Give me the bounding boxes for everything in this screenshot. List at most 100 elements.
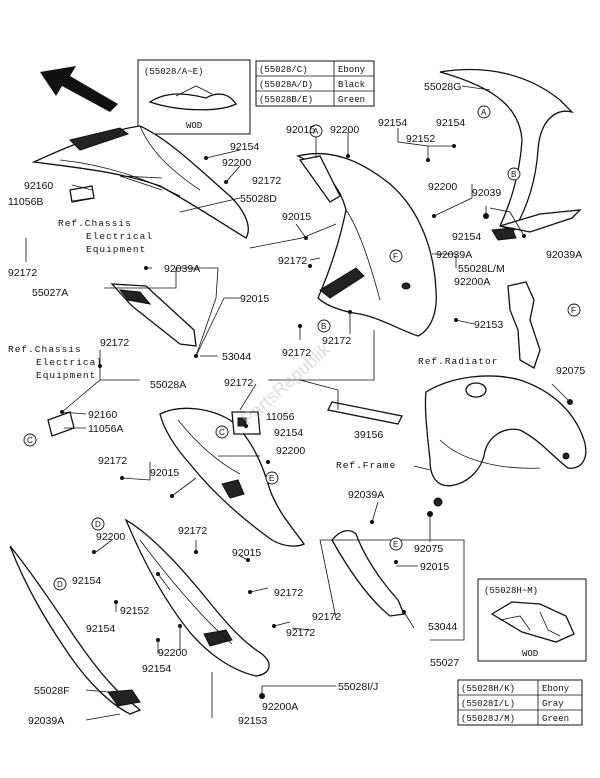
part-F (507, 281, 541, 369)
inset-top-title: (55028/A~E) (144, 67, 203, 77)
part-label: 92172 (312, 611, 341, 623)
inset-top: (55028/A~E) WOD (137, 59, 251, 135)
part-label: 11056 (266, 411, 295, 423)
part-label: 55028A (150, 379, 186, 391)
part-label: 92075 (556, 365, 585, 377)
part-label: 92200 (428, 181, 457, 193)
part-label: 53044 (222, 351, 251, 363)
part-labels: 55028G 92015 92200 92154 92152 92154 921… (8, 81, 585, 727)
ref-label: Ref.Chassis (58, 218, 132, 229)
part-label: 92200A (262, 701, 298, 713)
svg-text:C: C (219, 428, 225, 437)
part-label: 92172 (282, 347, 311, 359)
part-label: 92154 (452, 231, 481, 243)
inset-top-caption: WOD (186, 121, 202, 131)
trim-55028G (439, 68, 582, 241)
part-label: 11056B (8, 196, 43, 208)
part-label: 92015 (240, 293, 269, 305)
panel-55027 (331, 529, 405, 617)
fairing-55028IJ (124, 518, 270, 677)
color-code: (55028B/E) (259, 95, 313, 105)
color-name: Gray (542, 699, 564, 709)
part-label: 39156 (354, 429, 383, 441)
frame-assembly (424, 375, 587, 507)
part-label: 92172 (8, 267, 37, 279)
ref-label: Electrical (36, 357, 103, 368)
part-label: 92152 (406, 133, 435, 145)
part-label: 55028L/M (458, 263, 505, 275)
part-label: 92200A (454, 276, 490, 288)
color-code: (55028/C) (259, 65, 308, 75)
color-table-bottom: (55028H/K) Ebony (55028I/L) Gray (55028J… (457, 679, 583, 726)
bracket-11056B (69, 185, 95, 203)
part-label: 92160 (24, 180, 53, 192)
part-label: 92015 (150, 467, 179, 479)
color-code: (55028A/D) (259, 80, 313, 90)
color-code: (55028I/L) (461, 699, 515, 709)
color-code: (55028H/K) (461, 684, 515, 694)
part-label: 92039A (436, 249, 472, 261)
color-code: (55028J/M) (461, 714, 515, 724)
bracket-11056 (231, 411, 261, 435)
part-label: 92172 (98, 455, 127, 467)
part-label: 92039A (28, 715, 64, 727)
bracket-55028D-clip (298, 155, 341, 203)
callout-F-1: F (389, 249, 403, 263)
part-label: 92154 (86, 623, 115, 635)
part-label: 92153 (474, 319, 503, 331)
part-label: 92200 (330, 124, 359, 136)
part-label: 92154 (230, 141, 259, 153)
fairing-55028A (159, 407, 305, 547)
color-name: Black (338, 80, 365, 90)
part-label: 92039A (164, 263, 200, 275)
ref-label: Equipment (86, 244, 146, 255)
ref-label: Electrical (86, 231, 153, 242)
part-label: 92015 (232, 547, 261, 559)
part-label: 92154 (436, 117, 465, 129)
svg-text:E: E (269, 474, 274, 483)
part-label: 92172 (178, 525, 207, 537)
callout-C-1: C (23, 433, 37, 447)
inset-bottom-caption: WOD (522, 649, 538, 659)
part-label: 92172 (278, 255, 307, 267)
color-table-top: (55028/C) Ebony (55028A/D) Black (55028B… (255, 60, 375, 107)
color-name: Ebony (338, 65, 366, 75)
callout-B-1: B (507, 167, 521, 181)
inset-bottom: (55028H~M) WOD (477, 578, 587, 662)
callout-A-2: A (477, 105, 491, 119)
part-label: 92172 (286, 627, 315, 639)
color-name: Green (338, 95, 365, 105)
part-label: 92172 (100, 337, 129, 349)
part-label: 92200 (158, 647, 187, 659)
color-name: Ebony (542, 684, 570, 694)
ref-label: Equipment (36, 370, 96, 381)
svg-text:F: F (393, 252, 398, 261)
part-label: 92172 (274, 587, 303, 599)
svg-text:B: B (511, 170, 516, 179)
callout-D-1: D (91, 517, 105, 531)
callout-E-1: E (265, 471, 279, 485)
reference-labels: Ref.Chassis Electrical Equipment Ref.Cha… (8, 218, 497, 471)
part-label: 92039A (546, 249, 582, 261)
part-label: 92200 (276, 445, 305, 457)
callout-B-2: B (317, 319, 331, 333)
fairing-55028F (9, 545, 142, 715)
callout-E-2: E (389, 537, 403, 551)
part-label: 55028G (424, 81, 461, 93)
ref-label: Ref.Chassis (8, 344, 82, 355)
bracket-11056A (47, 411, 75, 437)
part-label: 92172 (252, 175, 281, 187)
part-label: 92172 (224, 377, 253, 389)
part-label: 92172 (322, 335, 351, 347)
part-label: 92015 (282, 211, 311, 223)
callout-D-2: D (53, 577, 67, 591)
svg-text:B: B (321, 322, 326, 331)
part-label: 92153 (238, 715, 267, 727)
cowl-55028LM (296, 152, 437, 337)
part-label: 92152 (120, 605, 149, 617)
part-label: 92200 (222, 157, 251, 169)
inset-bottom-title: (55028H~M) (484, 586, 538, 596)
leader-lines (25, 85, 571, 721)
front-direction-arrow-icon (40, 66, 118, 112)
